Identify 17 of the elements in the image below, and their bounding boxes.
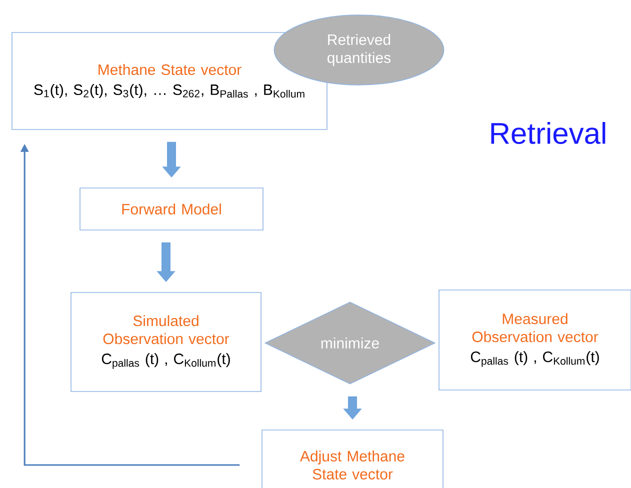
process-box <box>70 292 262 392</box>
node-text: S$_{1}$(t), S$_{2}$(t), S$_{3}$(t), … S$_{262}$, B$_{Pallas}$ , B$_{Kollum}$ <box>34 84 304 98</box>
node-heading: minimize <box>321 338 379 348</box>
process-box <box>80 188 264 230</box>
title-label: Retrieval <box>491 122 606 144</box>
process-box <box>438 290 631 390</box>
node-heading: Simulated Observation vector <box>103 315 230 344</box>
node-heading: Forward Model <box>122 204 221 214</box>
node-text: C$_{pallas}$ (t) , C$_{Kollum}$(t) <box>470 351 599 367</box>
node-text: C$_{pallas}$ (t) , C$_{Kollum}$(t) <box>102 353 230 369</box>
node-heading: Methane State vector <box>98 64 242 76</box>
node-heading: Adjust Methane State vector <box>300 450 404 480</box>
ellipse-callout <box>274 14 444 86</box>
node-heading: Retrieved quantities <box>328 34 391 66</box>
node-heading: Measured Observation vector <box>472 313 598 342</box>
process-box <box>12 32 328 130</box>
process-box <box>262 430 444 488</box>
